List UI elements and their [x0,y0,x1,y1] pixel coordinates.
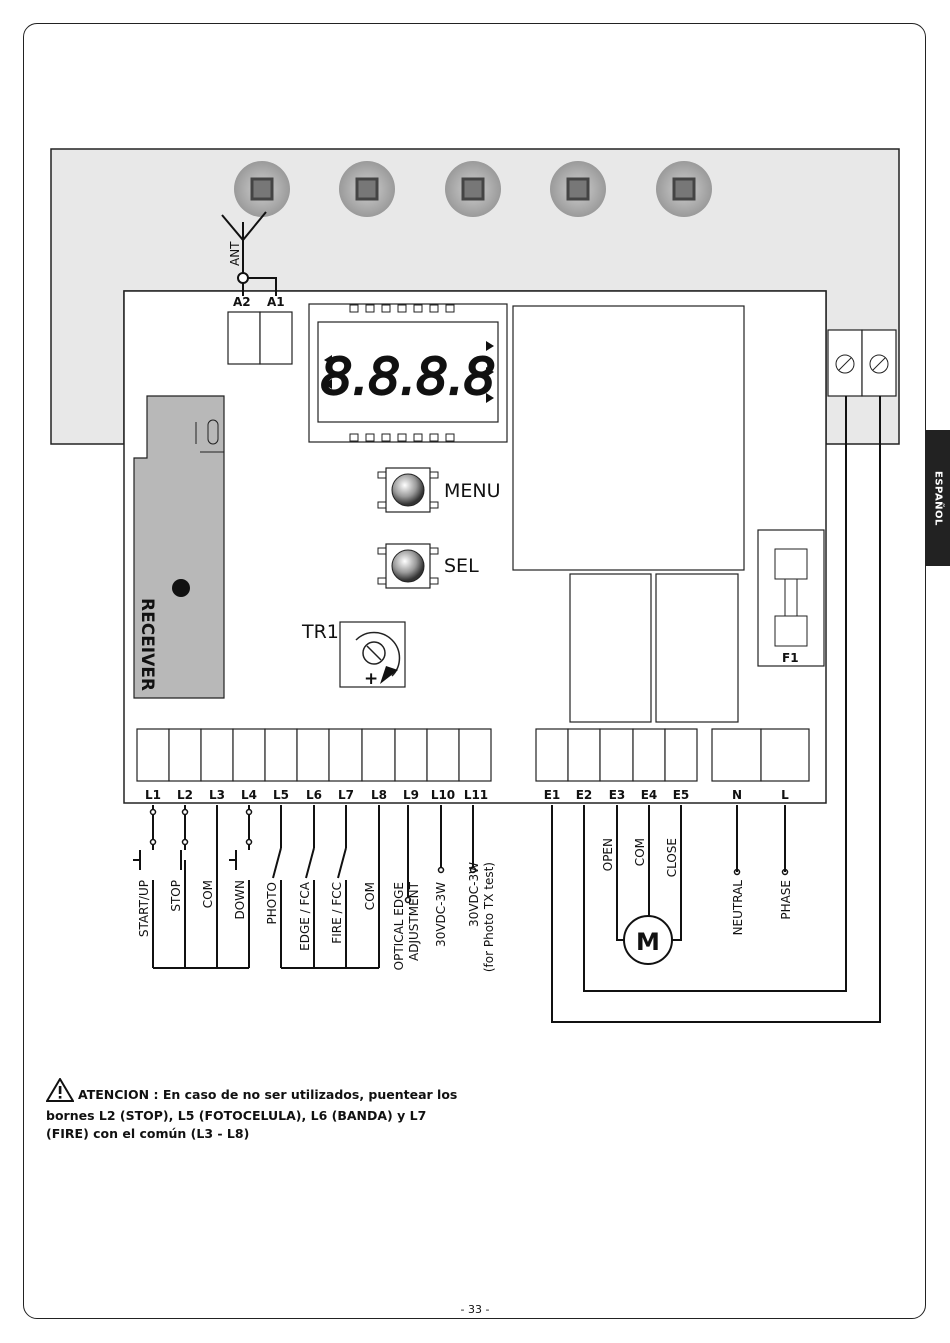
receiver-module [133,395,225,699]
terminal-label: E1 [544,788,561,802]
wire-label-photo-tx-test: (for Photo TX test) [482,862,496,972]
seven-segment-display: 8.8.8.8 [308,303,508,443]
wire-label-com: COM [633,838,647,866]
terminal-label: L3 [209,788,225,802]
wire-label-phase: PHASE [779,880,793,920]
terminal-label: L [781,788,789,802]
e-wiring [551,396,881,1023]
terminal-a1: A1 [267,295,285,309]
language-tab-label: ESPAÑOL [932,470,944,526]
page-number: - 33 - [460,1303,490,1316]
trimmer-knob[interactable] [339,621,406,688]
terminal-label: E2 [576,788,593,802]
led-indicator [550,161,606,217]
motor-icon: M [623,915,673,965]
warning-text: En caso de no ser utilizados, puentear l… [46,1087,458,1141]
led-indicator [234,161,290,217]
terminal-label: E4 [641,788,658,802]
wire-label-open: OPEN [601,838,615,871]
wire-label-optical-edge: OPTICAL EDGE [392,882,406,970]
warning-icon [45,1077,75,1107]
fuse-holder [757,529,825,667]
menu-button-label: MENU [444,480,501,502]
display-digits: 8.8.8.8 [321,348,496,406]
transformer-block [512,305,745,571]
wire-label-fire-fcc: FIRE / FCC [330,882,344,944]
terminal-label: L10 [431,788,455,802]
terminal-label: L11 [464,788,488,802]
motor-label: M [636,928,660,956]
terminal-label: L8 [371,788,387,802]
language-tab [926,430,950,566]
wire-label-com: COM [363,882,377,910]
terminal-a2: A2 [233,295,251,309]
terminal-label: L6 [306,788,322,802]
antenna-label: ANT [228,241,242,266]
wire-label-edge-fca: EDGE / FCA [298,881,312,951]
page-frame [23,23,926,1319]
terminal-label: L2 [177,788,193,802]
warning-prefix: ATENCION : [78,1087,159,1102]
terminal-label: L5 [273,788,289,802]
relay-1 [569,573,652,723]
antenna-terminal-block [227,311,293,365]
power-terminal-strip [711,728,810,782]
wire-label-photo: PHOTO [265,882,279,924]
menu-button[interactable] [377,467,439,513]
led-indicator [445,161,501,217]
led-indicator [656,161,712,217]
trimmer-plus: + [364,669,378,689]
wire-label-com: COM [201,880,215,908]
terminal-label: E5 [673,788,690,802]
sel-button-label: SEL [444,555,479,577]
mains-terminal-block [827,329,897,397]
e-wire-labels: OPEN COM CLOSE NEUTRAL PHASE [601,838,793,935]
terminal-label: N [732,788,742,802]
e-terminal-strip [535,728,698,782]
wire-label-adjustment: ADJUSTMENT [407,881,421,961]
terminal-label: L4 [241,788,257,802]
antenna-icon [221,211,277,296]
relay-2 [655,573,739,723]
wire-label-30vdc-test: 30VDC-3W [467,862,481,927]
sel-button[interactable] [377,543,439,589]
terminal-label: L9 [403,788,419,802]
led-row [234,161,712,217]
led-indicator [339,161,395,217]
l-terminal-labels: L1 L2 L3 L4 L5 L6 L7 L8 L9 L10 L11 [145,788,488,802]
wire-label-start-up: START/UP [137,880,151,937]
e-terminal-labels: E1 E2 E3 E4 E5 N L [544,788,789,802]
warning-note: ATENCION : En caso de no ser utilizados,… [45,1077,466,1143]
terminal-label: L7 [338,788,354,802]
l-terminal-strip [136,728,492,782]
wire-label-close: CLOSE [665,838,679,877]
l-wire-labels: START/UP STOP COM DOWN PHOTO EDGE / FCA … [137,862,496,972]
wire-label-30vdc: 30VDC-3W [434,882,448,947]
wire-label-down: DOWN [233,880,247,920]
trimmer-label: TR1 [301,621,339,643]
terminal-label: E3 [609,788,626,802]
wire-label-stop: STOP [169,880,183,912]
receiver-label: RECEIVER [137,598,157,691]
fuse-label: F1 [782,651,799,665]
wire-label-neutral: NEUTRAL [731,880,745,936]
terminal-label: L1 [145,788,161,802]
